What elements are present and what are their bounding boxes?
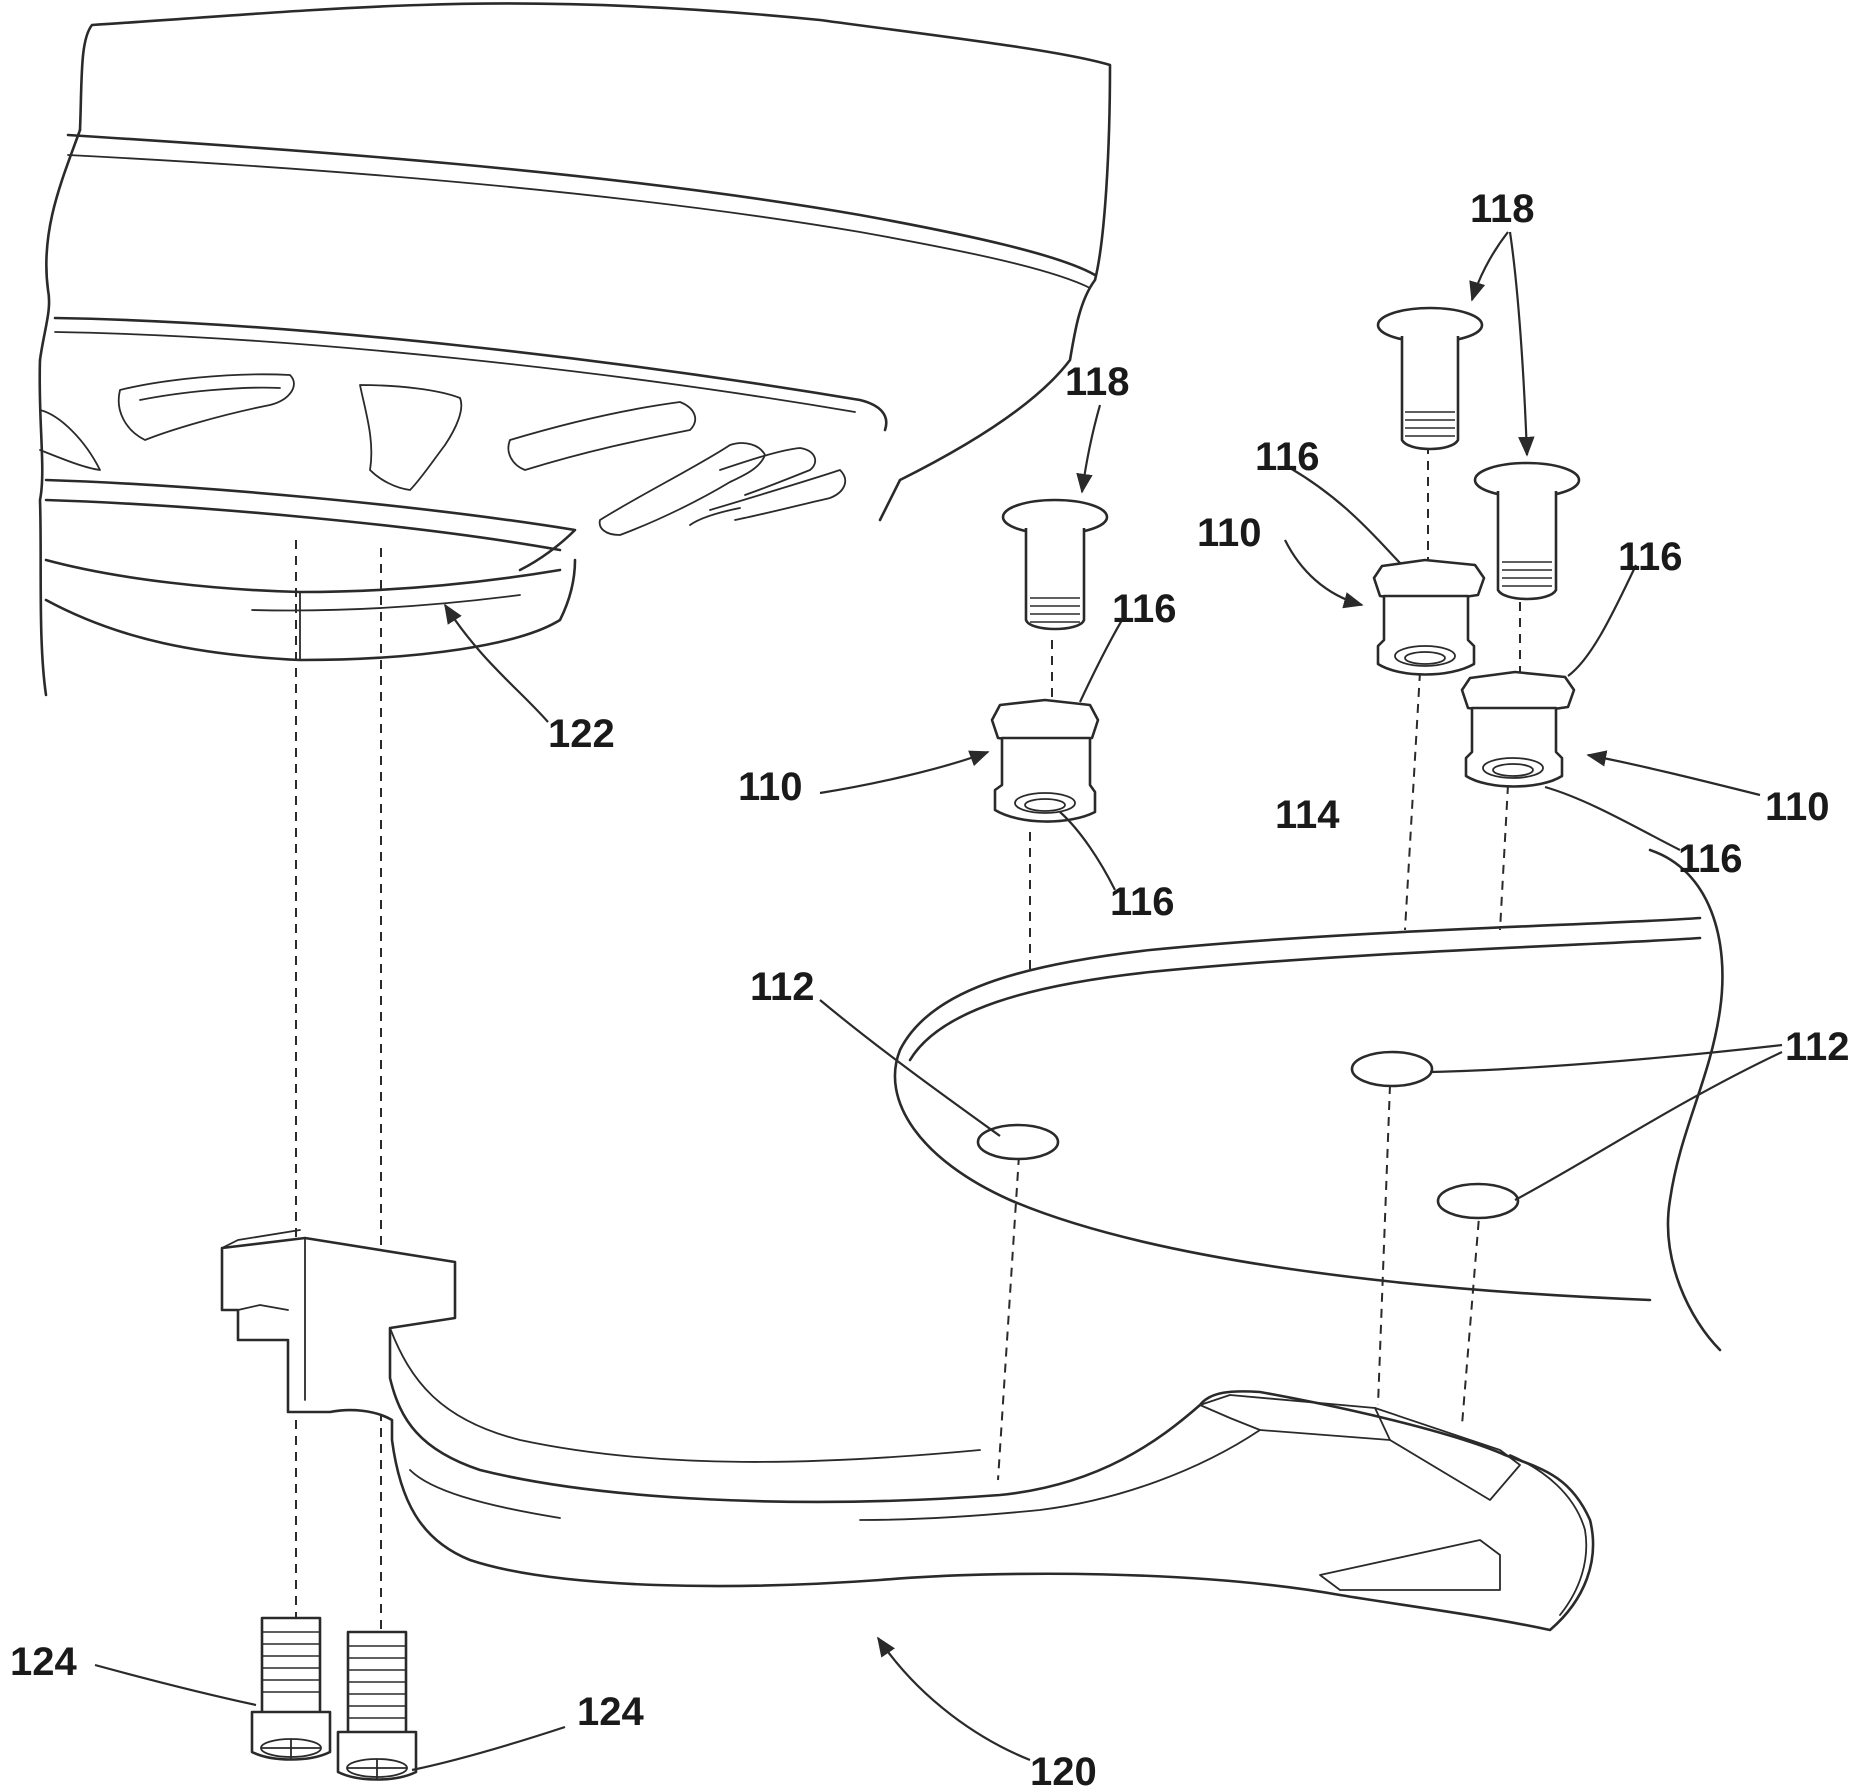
label-118-right: 118 [1470, 187, 1535, 231]
sole-plate [893, 848, 1724, 1352]
label-120: 120 [1030, 1750, 1097, 1792]
screw-124-left [250, 1616, 332, 1761]
label-116-right-top: 116 [1618, 535, 1683, 579]
label-112-right: 112 [1785, 1025, 1850, 1069]
reference-numerals: 118 118 116 116 116 116 116 110 110 110 … [10, 187, 1850, 1792]
label-116-left-top: 116 [1112, 587, 1177, 631]
label-116-middle: 116 [1255, 435, 1320, 479]
leader-lines [94, 231, 1783, 1772]
label-112-left: 112 [750, 965, 815, 1009]
fastener-set-left [990, 498, 1109, 823]
cleat-clip [220, 1229, 1595, 1632]
label-110-left: 110 [738, 765, 803, 809]
fastener-set-right [1460, 461, 1581, 788]
label-116-left-bottom: 116 [1110, 880, 1175, 924]
label-114: 114 [1275, 793, 1340, 837]
label-110-right: 110 [1765, 785, 1830, 829]
screw-124-right [336, 1630, 418, 1781]
label-124-right: 124 [577, 1690, 644, 1734]
shoe-sole [38, 2, 1112, 697]
label-122: 122 [548, 712, 615, 756]
label-124-left: 124 [10, 1640, 77, 1684]
label-118-left: 118 [1065, 360, 1130, 404]
label-116-right-bottom: 116 [1678, 837, 1743, 881]
label-110-middle: 110 [1197, 511, 1262, 555]
fastener-set-middle [1372, 306, 1486, 676]
alignment-lines [295, 445, 1521, 1660]
